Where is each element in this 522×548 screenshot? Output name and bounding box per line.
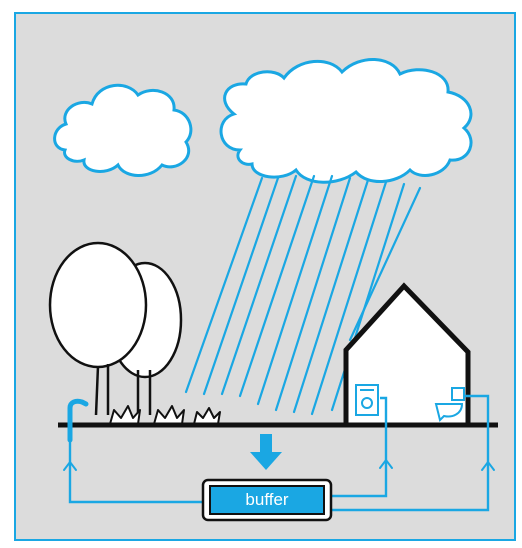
small-cloud-icon bbox=[53, 83, 193, 177]
washing-machine-icon bbox=[355, 384, 379, 416]
flow-arrow-icon bbox=[63, 458, 495, 471]
tree-icon bbox=[48, 241, 183, 416]
rain-icon bbox=[184, 174, 422, 416]
plant-icon bbox=[109, 405, 221, 425]
buffer-tank-icon bbox=[201, 478, 333, 522]
down-arrow-icon bbox=[250, 434, 282, 470]
toilet-icon bbox=[434, 387, 465, 422]
large-cloud-icon bbox=[219, 58, 473, 184]
tap-icon bbox=[67, 398, 89, 443]
